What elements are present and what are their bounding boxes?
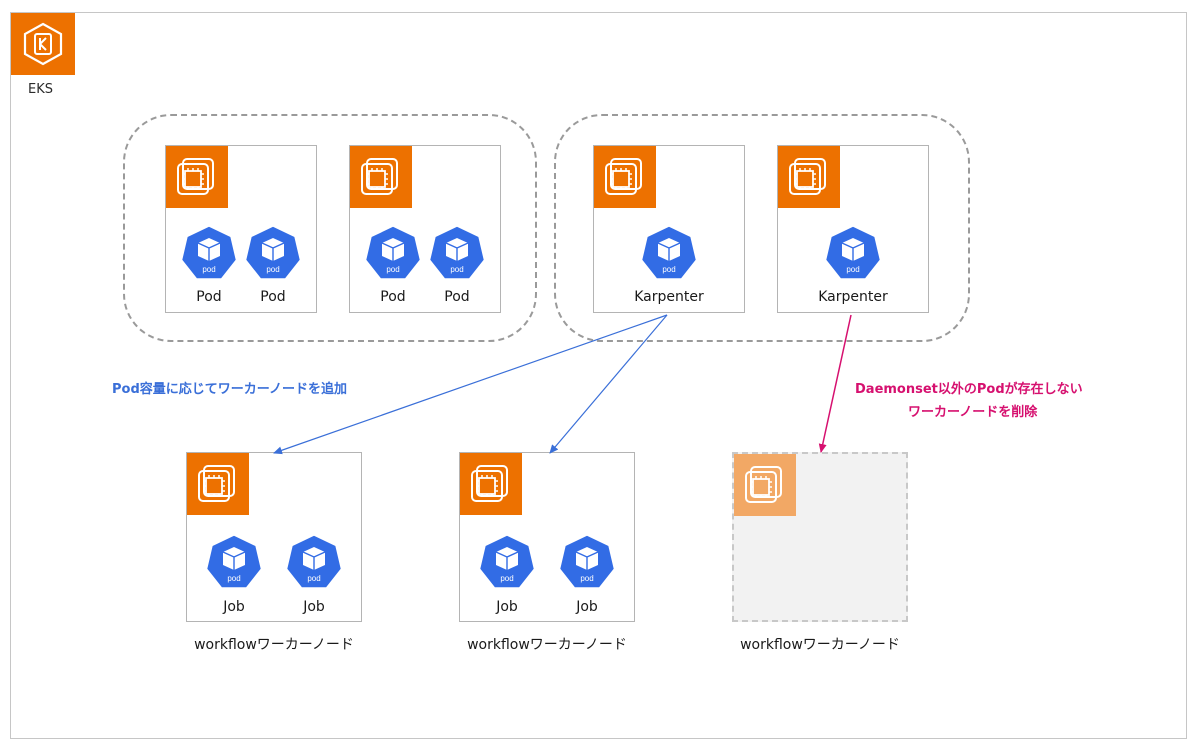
svg-text:pod: pod [846, 265, 859, 274]
worker-node: pod Pod pod Pod [349, 145, 501, 313]
pod-label: Pod [380, 289, 406, 305]
karpenter-label: Karpenter [818, 289, 888, 305]
workflow-worker-node: pod Job pod Job [186, 452, 362, 622]
svg-text:pod: pod [386, 265, 399, 274]
node-group-karpenter [554, 114, 970, 342]
ec2-instance-icon [460, 453, 522, 515]
svg-text:pod: pod [580, 574, 593, 583]
k8s-pod-icon: pod [243, 224, 303, 282]
k8s-pod-icon: pod [639, 224, 699, 282]
eks-k-icon [11, 13, 75, 75]
job-label: Job [303, 599, 325, 615]
k8s-pod-icon: pod [477, 533, 537, 591]
svg-text:pod: pod [500, 574, 513, 583]
arrow-add-node-1 [273, 314, 668, 455]
ec2-instance-icon [166, 146, 228, 208]
workflow-worker-node: pod Job pod Job [459, 452, 635, 622]
worker-node: pod Pod pod Pod [165, 145, 317, 313]
ec2-instance-icon [594, 146, 656, 208]
job-label: Job [496, 599, 518, 615]
annotation-remove-nodes-line1: Daemonset以外のPodが存在しない [855, 382, 1083, 397]
karpenter-node: pod Karpenter [777, 145, 929, 313]
svg-text:pod: pod [450, 265, 463, 274]
node-group-pods [123, 114, 537, 342]
k8s-pod-icon: pod [284, 533, 344, 591]
ec2-instance-icon [350, 146, 412, 208]
pod-label: Pod [196, 289, 222, 305]
svg-text:pod: pod [202, 265, 215, 274]
pod-label: Pod [444, 289, 470, 305]
ec2-instance-icon [778, 146, 840, 208]
node-caption: workflowワーカーノード [740, 637, 900, 653]
eks-cluster-frame [10, 12, 1187, 739]
node-caption: workflowワーカーノード [467, 637, 627, 653]
annotation-remove-nodes-line2: ワーカーノードを削除 [908, 405, 1038, 420]
k8s-pod-icon: pod [557, 533, 617, 591]
svg-text:pod: pod [662, 265, 675, 274]
node-caption: workflowワーカーノード [194, 637, 354, 653]
karpenter-node: pod Karpenter [593, 145, 745, 313]
k8s-pod-icon: pod [427, 224, 487, 282]
arrow-remove-node [818, 314, 852, 453]
annotation-add-nodes: Pod容量に応じてワーカーノードを追加 [112, 382, 347, 397]
pod-label: Pod [260, 289, 286, 305]
arrow-add-node-2 [549, 314, 668, 454]
svg-text:pod: pod [307, 574, 320, 583]
job-label: Job [223, 599, 245, 615]
svg-text:pod: pod [227, 574, 240, 583]
k8s-pod-icon: pod [204, 533, 264, 591]
k8s-pod-icon: pod [179, 224, 239, 282]
karpenter-label: Karpenter [634, 289, 704, 305]
job-label: Job [576, 599, 598, 615]
eks-label: EKS [28, 82, 53, 97]
ec2-instance-icon [187, 453, 249, 515]
k8s-pod-icon: pod [823, 224, 883, 282]
removed-worker-node [732, 452, 908, 622]
svg-text:pod: pod [266, 265, 279, 274]
k8s-pod-icon: pod [363, 224, 423, 282]
ec2-instance-icon [734, 454, 796, 516]
